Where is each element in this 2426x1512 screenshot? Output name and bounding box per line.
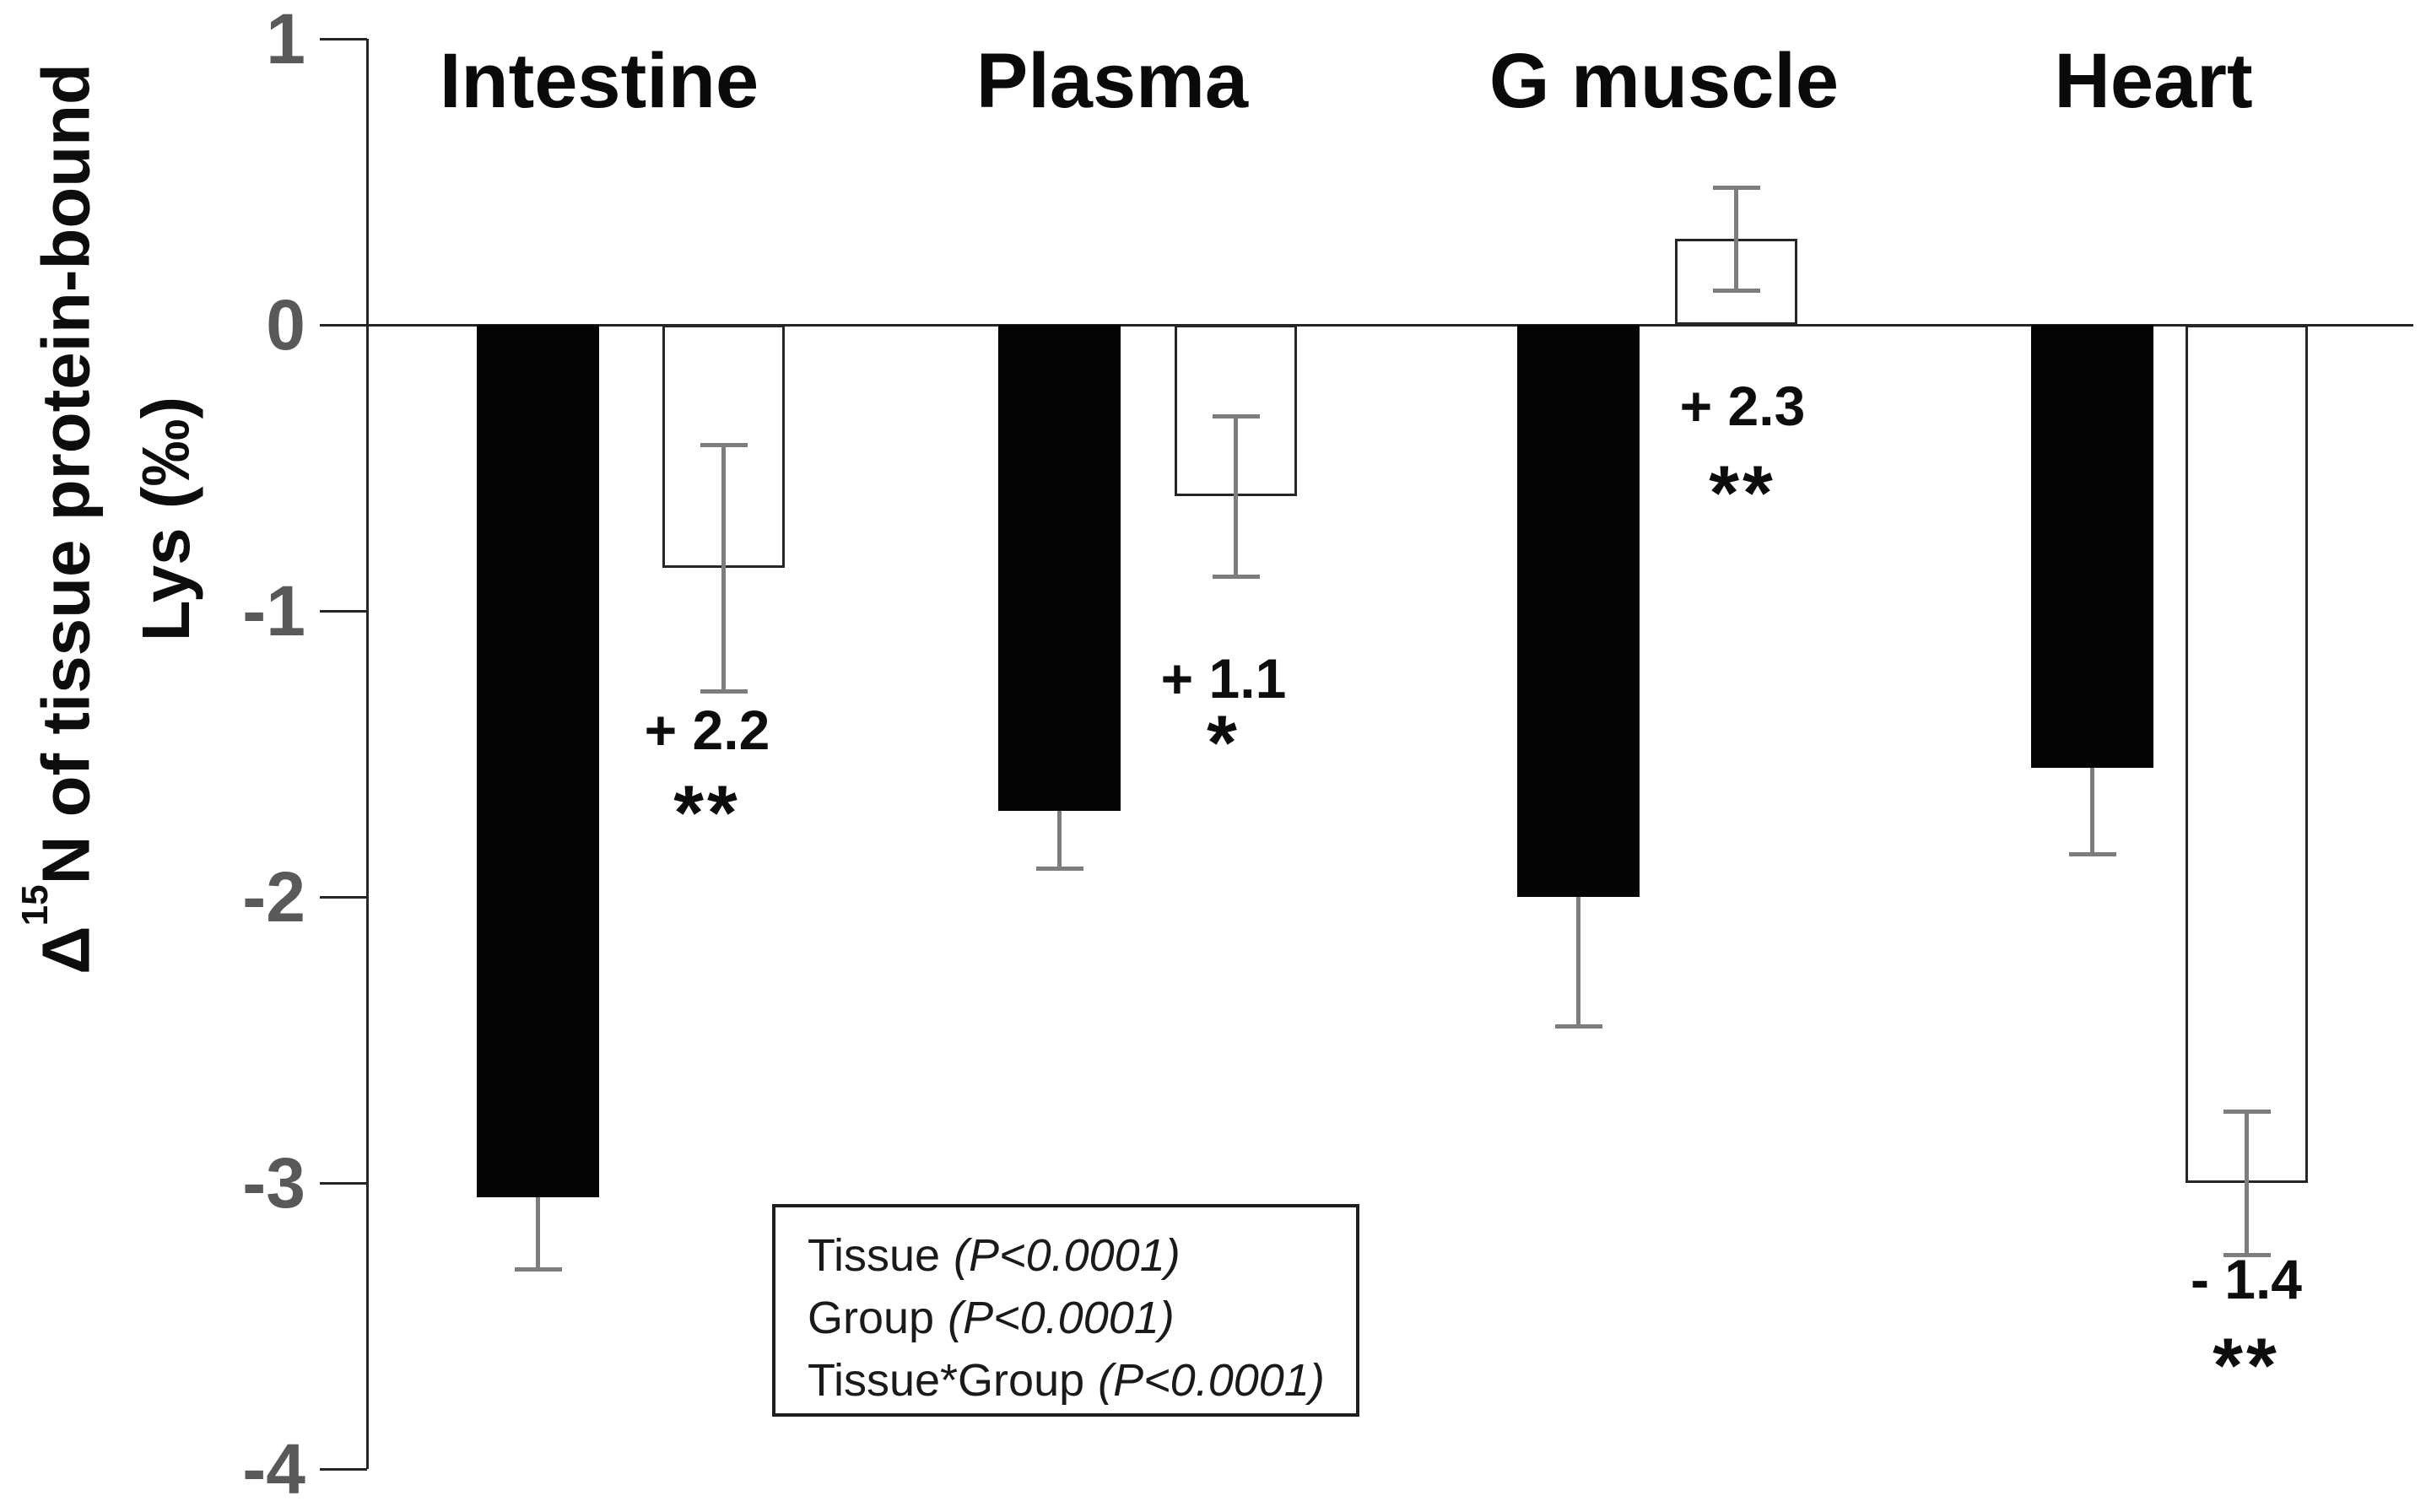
y-tick-label: -1	[242, 571, 305, 651]
bar-g-muscle-black	[1517, 325, 1640, 897]
annotation-value-g-muscle: + 2.3	[1679, 375, 1806, 437]
y-axis-tick	[320, 1182, 367, 1185]
error-line-g-muscle-black	[1576, 897, 1580, 1026]
stats-line-tissue-group: Tissue*Group(P<0.0001)	[808, 1355, 1325, 1406]
stats-box: Tissue(P<0.0001) Group(P<0.0001) Tissue*…	[772, 1204, 1359, 1417]
error-line-intestine-black	[536, 1196, 540, 1269]
error-line-heart-white	[2245, 1111, 2249, 1255]
error-line-plasma-white	[1234, 416, 1238, 577]
annotation-value-heart: - 1.4	[2190, 1248, 2303, 1310]
y-tick-label: 0	[266, 285, 305, 364]
annotation-sig-g-muscle: **	[1709, 451, 1776, 537]
error-cap-bottom-plasma-white	[1212, 575, 1260, 580]
category-title-heart: Heart	[2054, 38, 2253, 124]
error-cap-top-g-muscle-white	[1712, 186, 1760, 191]
bar-plasma-black	[998, 325, 1121, 812]
error-cap-top-heart-white	[2223, 1110, 2271, 1115]
annotation-sig-intestine: **	[673, 770, 741, 856]
y-tick-label: -3	[242, 1143, 305, 1223]
error-cap-bottom-g-muscle-white	[1712, 289, 1760, 294]
category-title-plasma: Plasma	[975, 38, 1249, 124]
y-axis-line	[366, 39, 369, 1469]
bar-intestine-black	[477, 325, 599, 1197]
bar-heart-black	[2031, 325, 2153, 769]
error-cap-bottom-intestine-white	[700, 688, 748, 694]
bar-heart-white	[2186, 325, 2308, 1183]
error-cap-bottom-heart-white	[2223, 1252, 2271, 1257]
annotation-sig-plasma: *	[1207, 700, 1240, 786]
stats-line-tissue: Tissue(P<0.0001)	[808, 1230, 1181, 1281]
y-axis-tick	[320, 610, 367, 613]
error-line-plasma-black	[1057, 811, 1062, 869]
error-cap-top-intestine-white	[700, 443, 748, 448]
y-tick-label: -2	[242, 857, 305, 937]
error-line-g-muscle-white	[1734, 187, 1738, 291]
category-title-intestine: Intestine	[439, 38, 759, 124]
annotation-value-intestine: + 2.2	[644, 699, 770, 761]
annotation-sig-heart: **	[2213, 1323, 2280, 1409]
error-cap-g-muscle-black	[1554, 1023, 1602, 1029]
y-axis-tick	[320, 38, 367, 40]
y-tick-label: 1	[266, 0, 305, 78]
y-axis-tick	[320, 896, 367, 899]
error-cap-heart-black	[2068, 852, 2116, 857]
y-axis-tick	[320, 1468, 367, 1471]
error-line-intestine-white	[721, 445, 726, 691]
y-tick-label: -4	[242, 1429, 305, 1509]
error-cap-intestine-black	[514, 1266, 562, 1272]
category-title-g-muscle: G muscle	[1489, 38, 1840, 124]
annotation-value-plasma: + 1.1	[1160, 647, 1287, 710]
error-cap-top-plasma-white	[1212, 414, 1260, 419]
error-line-heart-black	[2090, 768, 2094, 855]
y-axis-tick	[320, 324, 367, 327]
zero-line	[367, 324, 2413, 327]
error-cap-plasma-black	[1035, 867, 1083, 872]
stats-line-group: Group(P<0.0001)	[808, 1293, 1175, 1343]
